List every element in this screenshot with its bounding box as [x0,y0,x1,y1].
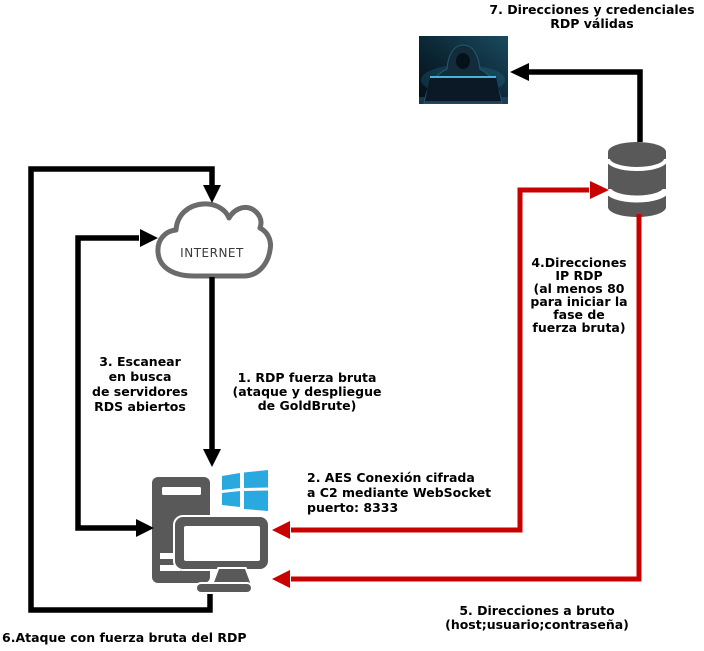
tower-slot [162,487,201,495]
hidden-face [456,53,470,69]
arrow-step1-rdp [203,277,221,467]
database-cylinder-icon [604,142,670,217]
monitor-base [195,582,253,594]
arrow-step2-step4-websocket [272,181,609,539]
arrow-step7-credentials [510,63,643,142]
arrow-step5-targets [272,214,642,588]
laptop [425,77,501,101]
label-step2: 2. AES Conexión cifrada a C2 mediante We… [307,470,492,515]
arrow-step6-loop [28,166,221,613]
label-step1: 1. RDP fuerza bruta (ataque y despliegue… [232,370,382,413]
arrow-step3-scan [75,229,158,537]
label-step6: 6.Ataque con fuerza bruta del RDP [2,630,247,645]
hacker-image [419,36,508,104]
internet-cloud-icon [155,201,273,279]
label-step3: 3. Escanear en busca de servidores RDS a… [92,354,188,414]
tower-vent-2 [160,565,180,571]
monitor-screen [184,526,260,561]
monitor-icon [173,515,270,594]
windows-logo-icon [222,470,268,511]
label-step5: 5. Direcciones a bruto (host;usuario;con… [445,603,629,632]
tower-vent-1 [160,553,180,559]
label-step7: 7. Direcciones y credenciales RDP válida… [489,2,695,31]
label-step4: 4.Direcciones IP RDP (al menos 80 para i… [530,255,628,335]
label-internet: INTERNET [180,246,244,260]
